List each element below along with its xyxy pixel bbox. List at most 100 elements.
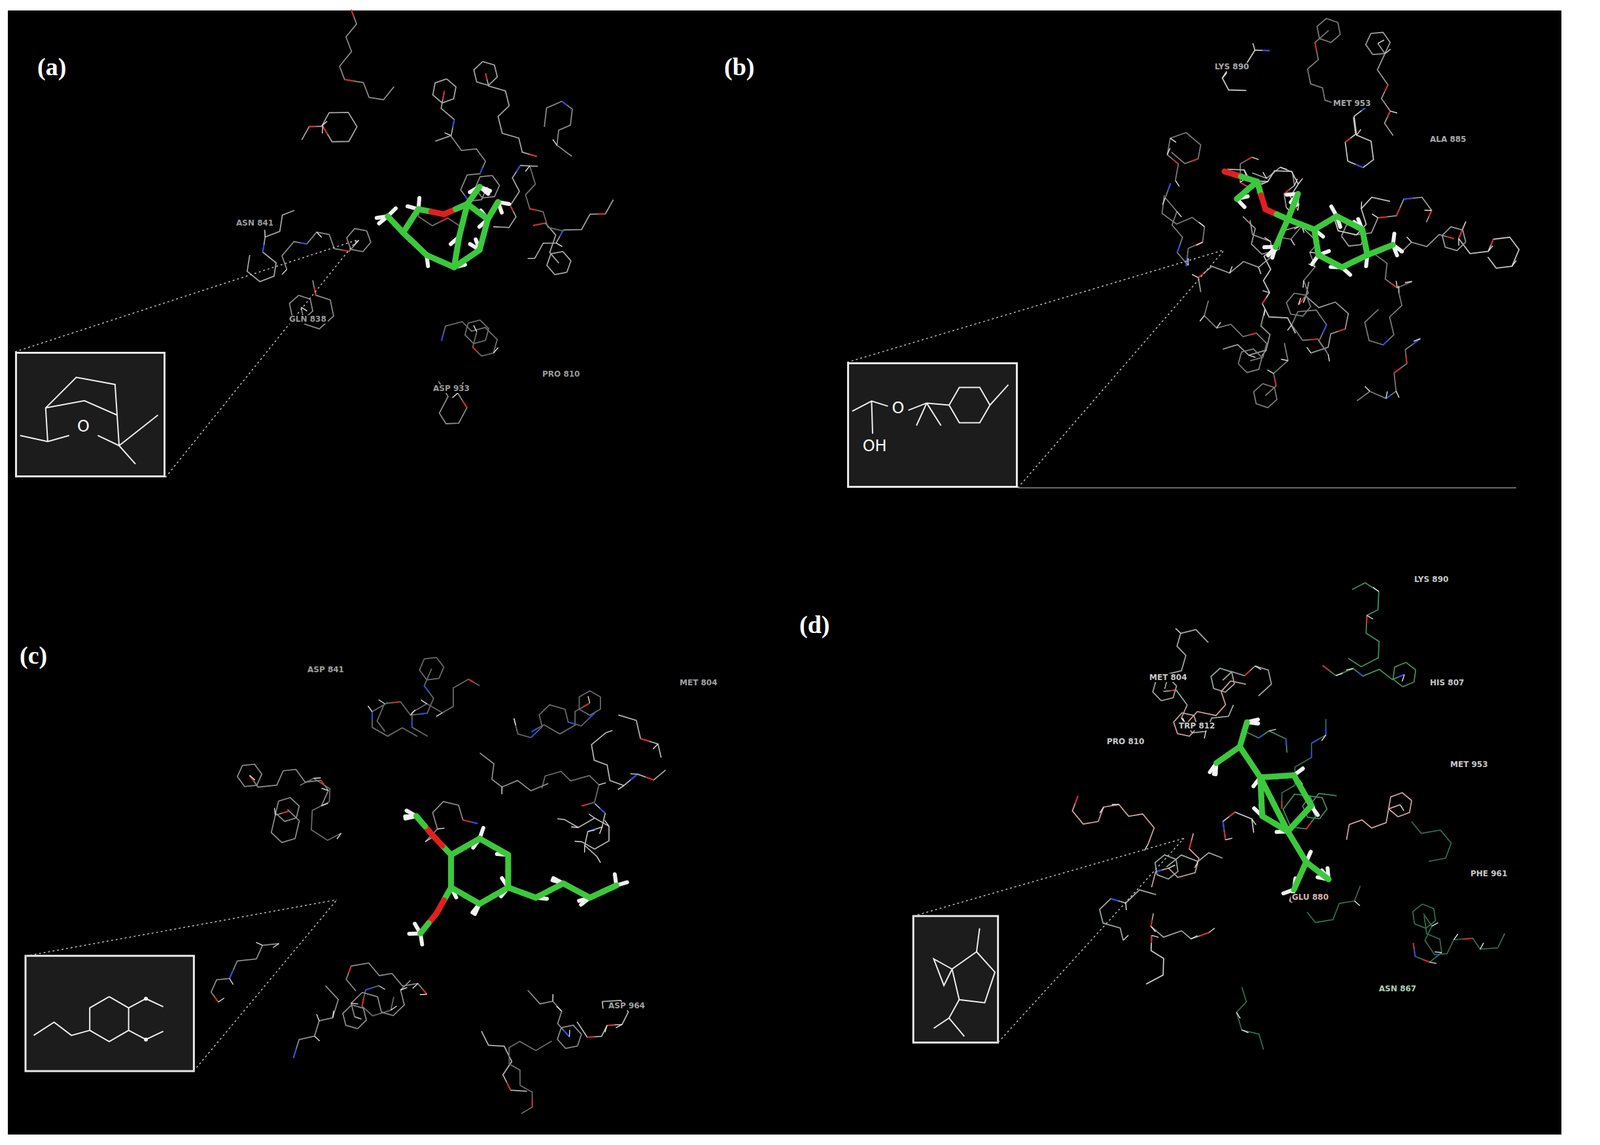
residue-wire [1072,796,1154,845]
panel-rule [1017,487,1517,489]
residue-hydrogen [321,126,324,134]
skeletal-bond [871,400,873,434]
residue-hydrogen [218,998,225,1003]
residue-hydrogen [437,828,445,829]
residue-hydrogen [378,699,385,704]
residue-wire [1305,281,1349,354]
hetero-atom [1355,164,1364,168]
residue-wire [1364,293,1402,345]
hetero-atom [293,1049,297,1059]
residue-hydrogen [552,994,554,1002]
residue-ring [473,61,498,86]
residue-ring [1210,668,1235,693]
hetero-atom [424,686,430,693]
residue-hydrogen [1236,1012,1241,1019]
residue-hydrogen [1229,266,1233,273]
hetero-atom [300,242,307,244]
residue-wire [1413,916,1443,963]
residue-wire [1146,935,1164,984]
residue-hydrogen [1390,111,1398,114]
residue-hydrogen [605,1025,608,1033]
residue-hydrogen [1216,322,1221,329]
hetero-atom [440,217,449,222]
residue-wire [361,985,394,1016]
residue-hydrogen [1151,926,1156,933]
leader-line [1017,249,1225,488]
residue-hydrogen [1424,209,1432,212]
hetero-atom [1422,959,1430,963]
hetero-atom [462,400,468,408]
skeletal-bond [119,446,136,465]
residue-wire [618,714,661,758]
residue-hydrogen [1264,237,1271,242]
hetero-atom [1403,198,1413,200]
hetero-atom [452,119,454,128]
residue-wire [351,980,411,1018]
residue-hydrogen [588,830,596,832]
residue-wire [1377,43,1394,136]
residue-hydrogen [1263,172,1268,178]
residue-wire [1282,718,1326,809]
residue-hydrogen [574,841,582,843]
residue-ring [1388,792,1412,818]
residue-hydrogen [599,827,603,835]
hetero-atom [630,774,638,781]
hetero-atom [1195,242,1203,246]
residue-hydrogen [1267,370,1274,374]
residue-hydrogen [1170,138,1177,142]
residue-hydrogen [588,814,595,819]
hetero-atom [1429,210,1432,217]
residue-wire [591,733,666,787]
residue-ring [433,79,456,104]
residue-hydrogen [1398,285,1400,294]
skeletal-bond [951,951,995,1003]
residue-hydrogen [1280,359,1288,361]
leader-line [913,838,1184,917]
residue-hydrogen [1327,354,1330,362]
structure-insets [25,916,999,1072]
inset-box [25,956,194,1072]
residue-wire [527,990,570,1037]
residue-wire [300,778,342,841]
residue-hydrogen [1360,201,1362,209]
skeletal-bond [97,435,120,447]
residue-hydrogen [652,744,659,750]
panel-letter: (b) [722,53,756,82]
hetero-atom [530,732,537,738]
atom-dot [143,1038,148,1043]
hetero-atom [582,703,590,708]
bond-stick [420,923,429,935]
residue-hydrogen [425,838,432,843]
bond-stick [1274,804,1288,832]
hetero-atom [529,208,537,210]
residue-label: ASP 933 [431,384,471,394]
bond-stick [453,251,457,267]
residue-wire [1345,104,1374,168]
residue-hydrogen [1176,211,1182,217]
residue-wire [211,943,280,1003]
residue-wire [1291,310,1329,355]
hetero-atom [1383,340,1389,346]
panel-letter: (d) [798,611,831,640]
panel-letter: (c) [18,642,49,670]
residue-hydrogen [321,788,329,791]
residue-hydrogen [1125,903,1127,911]
residue-hydrogen [316,232,322,238]
residue-wire [485,73,538,157]
hetero-atom [1172,159,1179,165]
residue-label: MET 804 [678,678,719,688]
hetero-atom [309,125,316,127]
hetero-atom [1413,943,1415,950]
residue-label: ASP 964 [607,1002,647,1011]
bond-stick [492,202,498,211]
residue-hydrogen [1298,298,1301,305]
residue-hydrogen [1399,805,1404,812]
residue-hydrogen [1187,258,1190,266]
residue-hydrogen [1434,952,1442,954]
hetero-atom [1357,672,1363,677]
skeletal-bond [89,996,129,1043]
leader-line [25,900,337,957]
hetero-atom [1325,727,1327,736]
